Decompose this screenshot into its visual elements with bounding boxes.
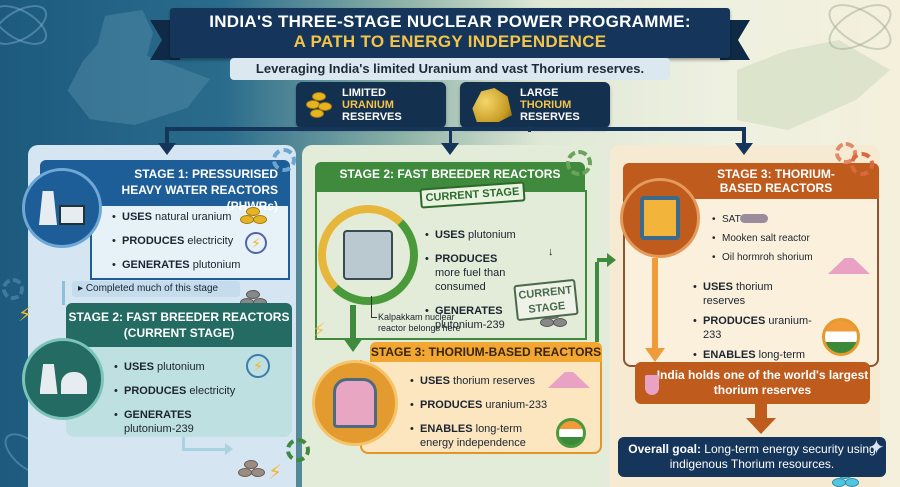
stage2-bullet: USES plutonium <box>425 228 520 242</box>
thorium-ore-icon <box>472 88 512 122</box>
stage1-bullet: USES natural uranium <box>112 210 240 224</box>
fast-breeder-plant-icon <box>22 338 104 420</box>
stage3-bullet: PRODUCES uranium-233 <box>693 314 813 342</box>
gear-icon <box>286 438 310 462</box>
page-title: INDIA'S THREE-STAGE NUCLEAR POWER PROGRA… <box>209 12 691 31</box>
phwr-plant-icon <box>22 168 102 248</box>
current-stage-stamp: CURRENT STAGE <box>513 278 579 322</box>
connector-to-goal <box>755 404 767 420</box>
india-flag-cycle-icon <box>556 418 586 448</box>
thorium-reserves-label: LARGE THORIUM RESERVES <box>520 87 580 123</box>
stage2-left-bullet: PRODUCES electricity <box>114 384 235 398</box>
sparkle-icon: ✦ <box>868 437 885 459</box>
stage3-center-bullet: ENABLES long-term energy independence <box>410 422 550 450</box>
title-banner: INDIA'S THREE-STAGE NUCLEAR POWER PROGRA… <box>170 8 730 58</box>
connector-stage1-to-stage2 <box>62 281 65 305</box>
stage1-bullet: GENERATES plutonium <box>112 258 240 272</box>
stage2-bullet: PRODUCES more fuel than consumed <box>425 252 520 294</box>
lightning-icon: ⚡ <box>245 232 267 254</box>
overall-goal-box: Overall goal: Long-term energy security … <box>618 437 886 477</box>
stage3-center-bullets: USES thorium reserves PRODUCES uranium-2… <box>410 374 550 460</box>
arrow-down-icon <box>158 143 176 155</box>
connector-drop-3 <box>742 127 746 145</box>
gear-icon <box>566 150 592 176</box>
uranium-reserves-box: LIMITED URANIUM RESERVES <box>296 82 446 128</box>
connector-from-thorium <box>528 126 531 132</box>
gear-icon <box>850 152 874 176</box>
pellet-rod-icon <box>740 214 768 223</box>
stage1-note: ▸ Completed much of this stage <box>72 281 240 297</box>
arrow-down-icon <box>441 143 459 155</box>
stage3-sub-bullet: Oil hormroh shorium <box>712 251 813 265</box>
thorium-reactor-icon <box>312 360 398 446</box>
stage3-center-bullet: USES thorium reserves <box>410 374 550 388</box>
stage2-bullets: USES plutonium PRODUCES more fuel than c… <box>425 228 520 342</box>
stage2-left-bullets: USES plutonium PRODUCES electricity GENE… <box>114 360 235 446</box>
uranium-reserves-label: LIMITED URANIUM RESERVES <box>342 87 402 123</box>
stage1-bullet: PRODUCES electricity <box>112 234 240 248</box>
connector-horizontal <box>165 127 745 131</box>
stage3-sub-bullets: SAT Mooken salt reactor Oil hormroh shor… <box>712 213 813 270</box>
arrow-right-icon <box>597 258 609 262</box>
gear-icon <box>2 278 24 300</box>
lightning-icon: ⚡ <box>18 304 33 326</box>
lightning-icon: ⚡ <box>268 462 283 484</box>
annotation-pointer <box>371 296 377 318</box>
arrow-down-icon <box>746 418 776 434</box>
stage3-sub-bullet: SAT <box>712 213 813 227</box>
stage2-left-bullet: GENERATES plutonium-239 <box>114 408 204 436</box>
connector-from-uranium <box>449 128 452 148</box>
stage2-left-bullet: USES plutonium <box>114 360 235 374</box>
lightning-cycle-icon: ⚡ <box>246 354 270 378</box>
uranium-coins-icon <box>240 205 270 235</box>
thorium-reactor-icon <box>620 178 700 258</box>
breeder-cycle-icon <box>318 205 418 305</box>
stage3-sub-bullet: Mooken salt reactor <box>712 232 813 246</box>
arrow-right-icon <box>607 253 616 267</box>
kalpakkam-annotation: Kalpakkam nuclear reactor belongs here <box>378 312 461 333</box>
connector-drop-1 <box>165 127 169 145</box>
gold-coins-icon <box>304 90 334 120</box>
thorium-reserves-box: LARGE THORIUM RESERVES <box>460 82 610 128</box>
arrow-down-icon <box>645 348 665 362</box>
arrow-right-icon <box>225 443 233 455</box>
page-title-highlight: A PATH TO ENERGY INDEPENDENCE <box>293 32 607 51</box>
breeder-reactor-icon <box>343 230 393 280</box>
stage2-left-title: STAGE 2: FAST BREEDER REACTORS (CURRENT … <box>66 303 292 347</box>
stage3-center-title: STAGE 3: THORIUM-BASED REACTORS <box>370 342 602 362</box>
lightning-icon: ⚡ <box>312 320 327 342</box>
connector-stage3-down <box>652 258 658 350</box>
plutonium-pellets-icon <box>238 458 268 487</box>
thorium-reserves-callout: India holds one of the world's largest t… <box>635 362 870 404</box>
stage2-bullet: GENERATES plutonium-239 <box>425 304 520 332</box>
arrow-down-icon <box>735 143 753 155</box>
connector-stage2-out <box>182 437 185 449</box>
gear-icon <box>272 148 296 172</box>
connector-stage2-to-stage3-right <box>595 262 599 342</box>
stage3-center-bullet: PRODUCES uranium-233 <box>410 398 550 412</box>
flask-icon <box>645 375 659 395</box>
arrow-down-icon <box>343 338 363 352</box>
connector-stage2-to-stage3 <box>350 305 356 340</box>
connector-stage2-out <box>182 448 227 451</box>
page-subtitle: Leveraging India's limited Uranium and v… <box>230 58 670 80</box>
stage3-bullet: USES thorium reserves <box>693 280 813 308</box>
arrow-down-icon: ↓ <box>548 246 554 258</box>
stage2-frame <box>315 190 587 340</box>
stage1-bullets: USES natural uranium PRODUCES electricit… <box>112 210 240 282</box>
india-flag-cycle-icon <box>822 318 860 356</box>
